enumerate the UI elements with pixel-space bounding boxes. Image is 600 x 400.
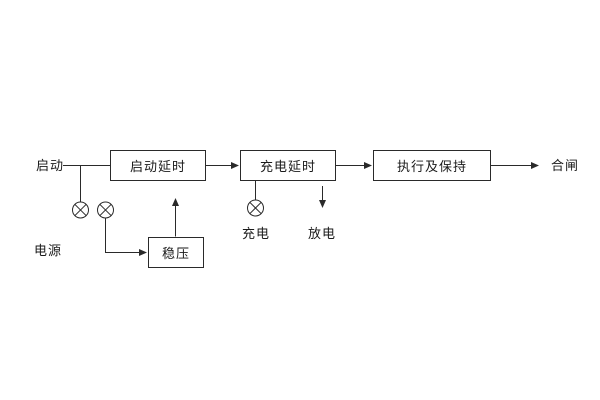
start-delay-box: 启动延时 xyxy=(110,150,206,181)
power-label: 电源 xyxy=(34,243,63,258)
voltage-regulator-box-label: 稳压 xyxy=(161,246,190,261)
start-label: 启动 xyxy=(36,158,65,173)
execute-hold-box: 执行及保持 xyxy=(373,150,491,181)
arrowhead-right-icon xyxy=(531,162,539,169)
arrowhead-down-icon xyxy=(319,200,326,208)
arrowhead-up-icon xyxy=(172,198,179,206)
power-to-regulator-line xyxy=(105,218,139,253)
connector-lines xyxy=(63,165,532,253)
charge-delay-box-label: 充电延时 xyxy=(259,159,316,174)
arrowhead-right-icon xyxy=(231,162,239,169)
charge-label: 充电 xyxy=(242,226,271,241)
charge-lamp-icon xyxy=(247,199,264,217)
start-delay-box-label: 启动延时 xyxy=(129,159,186,174)
arrowheads xyxy=(139,162,539,256)
lamp-symbols xyxy=(72,199,264,219)
voltage-regulator-box: 稳压 xyxy=(148,237,204,268)
close-output-label: 合闸 xyxy=(551,158,580,173)
power-lamp-2-icon xyxy=(97,201,114,219)
execute-hold-box-label: 执行及保持 xyxy=(396,159,467,174)
power-lamp-1-icon xyxy=(72,201,89,219)
charge-delay-box: 充电延时 xyxy=(240,150,336,181)
arrowhead-right-icon xyxy=(139,249,147,256)
arrowhead-right-icon xyxy=(364,162,372,169)
discharge-label: 放电 xyxy=(308,226,337,241)
